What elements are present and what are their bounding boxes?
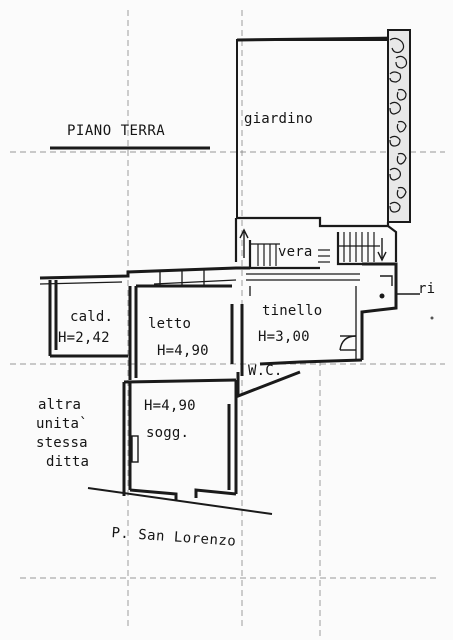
room-label-letto: letto (148, 316, 192, 332)
street-front (87, 487, 273, 515)
room-label-soggiorno: sogg. (146, 425, 190, 441)
altra-unita-line-1: altra (38, 397, 82, 413)
entrance-marker (379, 293, 420, 299)
room-label-vera: vera (278, 244, 313, 260)
room-label-wc: W.C. (248, 363, 283, 379)
room-height-cald: H=2,42 (58, 330, 110, 346)
room-label-cald: cald. (70, 309, 114, 325)
top-wall-windows (39, 268, 360, 360)
room-label-giardino: giardino (244, 111, 314, 127)
altra-unita-line-2: unita` (36, 416, 88, 432)
altra-unita-line-4: ditta (46, 454, 90, 470)
room-height-tinello: H=3,00 (258, 329, 310, 345)
stair-arrows (239, 228, 387, 262)
room-height-soggiorno: H=4,90 (144, 398, 196, 414)
room-height-letto: H=4,90 (157, 343, 209, 359)
room-label-tinello: tinello (262, 303, 323, 319)
door-swings (131, 275, 393, 463)
stairs (250, 232, 380, 266)
veranda-walls (234, 216, 398, 270)
ink-dot (430, 316, 434, 320)
altra-unita-line-3: stessa (36, 435, 88, 451)
stone-wall (387, 29, 411, 223)
exterior-walls (39, 262, 398, 500)
room-label-ri: ri (418, 281, 436, 297)
garden-outline (236, 36, 401, 222)
plan-title: PIANO TERRA (67, 123, 166, 139)
